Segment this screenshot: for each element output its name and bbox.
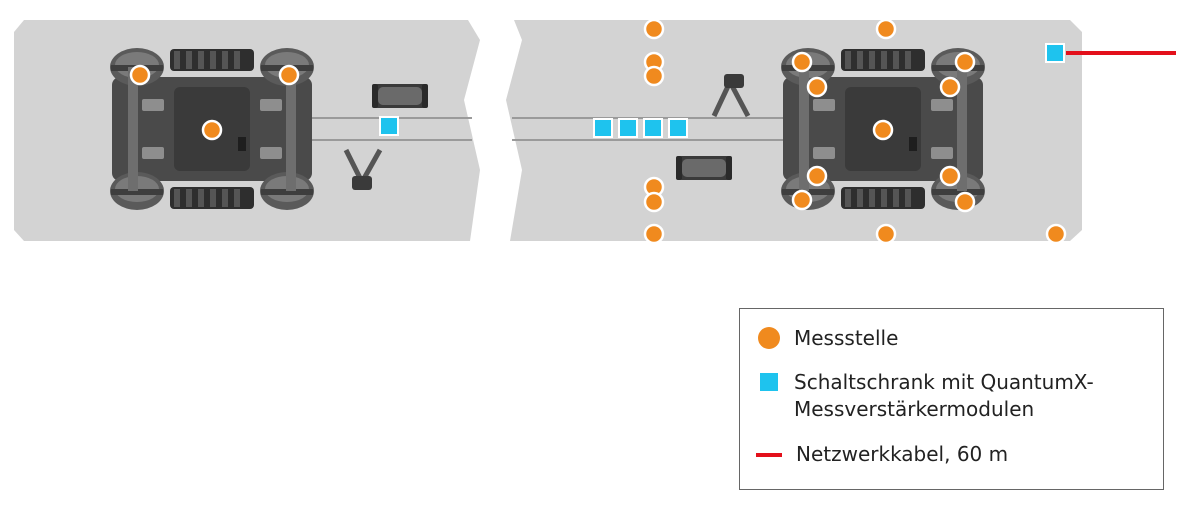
measuring-point bbox=[875, 18, 897, 40]
measuring-point bbox=[278, 64, 300, 86]
legend-label: Schaltschrank mit QuantumX- Messverstärk… bbox=[794, 370, 1094, 421]
brake-cylinder bbox=[352, 176, 372, 190]
measuring-point bbox=[872, 119, 894, 141]
control-cabinet bbox=[668, 118, 688, 138]
measuring-point bbox=[954, 191, 976, 213]
measuring-point bbox=[875, 223, 897, 245]
cyan-square-icon bbox=[760, 373, 778, 391]
air-tank bbox=[372, 84, 428, 108]
measuring-point bbox=[939, 165, 961, 187]
legend-item-network-cable: Netzwerkkabel, 60 m bbox=[756, 441, 1009, 468]
measuring-point bbox=[129, 64, 151, 86]
measuring-point bbox=[643, 65, 665, 87]
measuring-point bbox=[1045, 223, 1067, 245]
control-cabinet bbox=[379, 116, 399, 136]
measuring-point bbox=[806, 76, 828, 98]
red-line-icon bbox=[756, 453, 782, 457]
measuring-point bbox=[791, 189, 813, 211]
control-cabinet bbox=[593, 118, 613, 138]
legend-label: Netzwerkkabel, 60 m bbox=[796, 442, 1009, 466]
legend-label: Messstelle bbox=[794, 326, 899, 350]
brake-cylinder bbox=[724, 74, 744, 88]
measuring-point bbox=[791, 51, 813, 73]
measuring-point bbox=[201, 119, 223, 141]
orange-dot-icon bbox=[758, 327, 780, 349]
measuring-point bbox=[643, 223, 665, 245]
measuring-point bbox=[939, 76, 961, 98]
control-cabinet bbox=[618, 118, 638, 138]
control-cabinet bbox=[643, 118, 663, 138]
measuring-points bbox=[129, 18, 1067, 245]
measuring-point bbox=[806, 165, 828, 187]
measuring-point bbox=[643, 191, 665, 213]
measuring-point bbox=[643, 18, 665, 40]
legend-item-cabinet: Schaltschrank mit QuantumX- Messverstärk… bbox=[758, 369, 1094, 423]
air-tank bbox=[676, 156, 732, 180]
control-cabinet bbox=[1045, 43, 1065, 63]
measuring-point bbox=[954, 51, 976, 73]
control-cabinets bbox=[379, 43, 1065, 138]
legend: Messstelle Schaltschrank mit QuantumX- M… bbox=[739, 308, 1164, 490]
legend-item-measuring-point: Messstelle bbox=[758, 325, 898, 352]
